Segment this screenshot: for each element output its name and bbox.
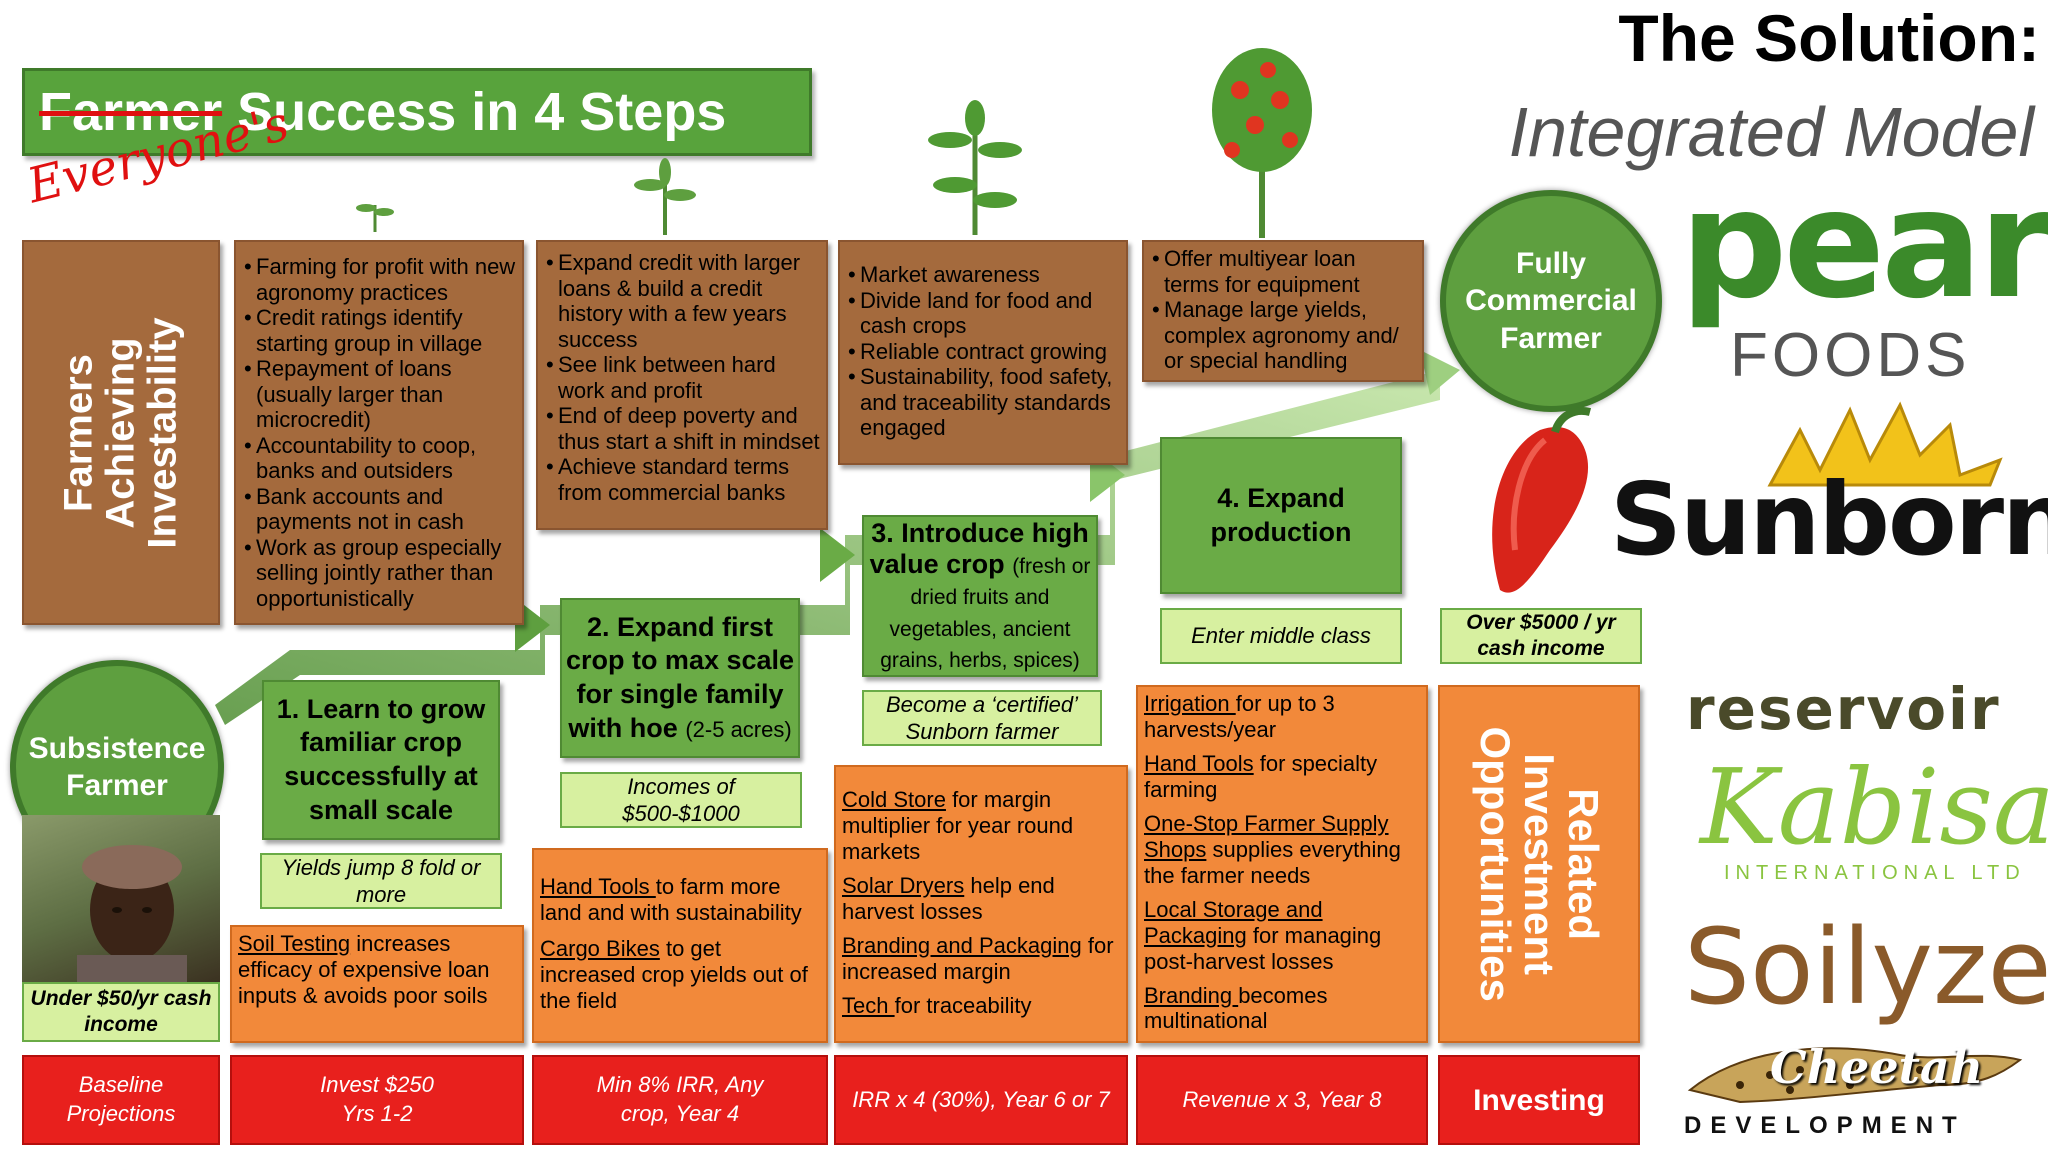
brown-2-item: Expand credit with larger loans & build … xyxy=(546,250,820,352)
side-label-box: Farmers Achieving Investability xyxy=(22,240,220,625)
projection-baseline: Baseline Projections xyxy=(22,1055,220,1145)
pepper-plant-icon xyxy=(1212,48,1312,238)
opportunity-item: Branding and Packaging for increased mar… xyxy=(842,932,1114,984)
staircase-path xyxy=(215,370,1440,725)
opportunity-item: Cargo Bikes to get increased crop yields… xyxy=(540,935,808,1013)
farmer-photo xyxy=(22,815,220,985)
projection-4: Revenue x 3, Year 8 xyxy=(1136,1055,1428,1145)
outcome-baseline: Under $50/yr cash income xyxy=(22,982,220,1042)
brown-4-item: Offer multiyear loan terms for equipment xyxy=(1152,246,1416,297)
brown-1-item: Accountability to coop, banks and outsid… xyxy=(244,433,516,484)
opportunity-col-3: Cold Store for margin multiplier for yea… xyxy=(834,765,1128,1043)
kabisa-subtitle: INTERNATIONAL LTD xyxy=(1724,862,2026,884)
brown-1-item: Farming for profit with new agronomy pra… xyxy=(244,254,516,305)
step-4-title: 4. Expand production xyxy=(1210,482,1352,547)
step-2-sub: (2-5 acres) xyxy=(685,716,792,742)
plant-icon-3 xyxy=(928,100,1022,235)
step-3-text: 3. Introduce high value crop (fresh or d… xyxy=(864,518,1096,673)
opportunity-label: Related Investment Opportunities xyxy=(1471,726,1608,1002)
cheetah-logo: Cheetah xyxy=(1770,1040,1984,1094)
opportunity-item: Cold Store for margin multiplier for yea… xyxy=(842,787,1074,864)
cheetah-subtitle: DEVELOPMENT xyxy=(1684,1112,1966,1139)
opportunity-col-1: Soil Testing increases efficacy of expen… xyxy=(230,925,524,1043)
opportunity-label-box: Related Investment Opportunities xyxy=(1438,685,1640,1043)
opportunity-item: Irrigation for up to 3 harvests/year xyxy=(1144,691,1335,742)
brown-3-item: Sustainability, food safety, and traceab… xyxy=(848,364,1120,441)
brown-2-item: End of deep poverty and thus start a shi… xyxy=(546,403,820,454)
brown-1-item: Work as group especially selling jointly… xyxy=(244,535,516,612)
opportunity-item: One-Stop Farmer Supply Shops supplies ev… xyxy=(1144,810,1401,888)
step-3-title: 3. Introduce high value crop xyxy=(869,518,1089,580)
commercial-farmer-circle: Fully Commercial Farmer xyxy=(1440,190,1662,412)
brown-box-2: Expand credit with larger loans & build … xyxy=(536,240,828,530)
banner: Farmer Success in 4 Steps xyxy=(22,68,812,156)
sunborn-sun-icon xyxy=(1767,401,2003,487)
kabisa-logo: Kabisa xyxy=(1700,746,2048,868)
step-1-title: 1. Learn to grow familiar crop successfu… xyxy=(276,693,486,825)
arrow-head-2 xyxy=(820,528,855,582)
brown-box-1: Farming for profit with new agronomy pra… xyxy=(234,240,524,625)
opportunity-col-4: Irrigation for up to 3 harvests/year Han… xyxy=(1136,685,1428,1043)
brown-1-item: Credit ratings identify starting group i… xyxy=(244,305,516,356)
step-3: 3. Introduce high value crop (fresh or d… xyxy=(862,515,1098,677)
pearl-logo: pearl xyxy=(1680,158,2048,332)
title-line1: The Solution: xyxy=(1618,1,2040,75)
step-2-text: 2. Expand first crop to max scale for si… xyxy=(562,611,798,746)
projection-3: IRR x 4 (30%), Year 6 or 7 xyxy=(834,1055,1128,1145)
brown-box-4: Offer multiyear loan terms for equipment… xyxy=(1142,240,1424,382)
step-1: 1. Learn to grow familiar crop successfu… xyxy=(262,680,500,840)
outcome-step-4: Enter middle class xyxy=(1160,608,1402,664)
projection-1: Invest $250 Yrs 1-2 xyxy=(230,1055,524,1145)
brown-3-item: Divide land for food and cash crops xyxy=(848,288,1120,339)
brown-2-item: See link between hard work and profit xyxy=(546,352,820,403)
brown-1-item: Bank accounts and payments not in cash xyxy=(244,484,516,535)
brown-3-item: Reliable contract growing xyxy=(848,339,1120,365)
opportunity-item: Hand Tools to farm more land and with su… xyxy=(540,874,802,925)
plant-icon-2 xyxy=(634,158,696,235)
reservoir-logo: reservoir xyxy=(1686,675,2001,743)
outcome-step-1: Yields jump 8 fold or more xyxy=(260,853,502,909)
cheetah-icon xyxy=(1687,1047,2023,1104)
outcome-step-3: Become a ‘certified’ Sunborn farmer xyxy=(862,690,1102,746)
step-4: 4. Expand production xyxy=(1160,437,1402,594)
pepper-icon xyxy=(1492,407,1592,593)
opportunity-item: Local Storage and Packaging for managing… xyxy=(1144,896,1382,974)
farmer-portrait-icon xyxy=(77,845,187,985)
step-2-title: 2. Expand first crop to max scale for si… xyxy=(565,611,795,743)
projection-investing: Investing xyxy=(1438,1055,1640,1145)
outcome-step-2: Incomes of $500-$1000 xyxy=(560,772,802,828)
opportunity-item: Soil Testing increases efficacy of expen… xyxy=(238,931,490,1008)
arrow-head-4 xyxy=(1420,350,1460,395)
pearl-foods-text: FOODS xyxy=(1730,321,1971,390)
opportunity-item: Solar Dryers help end harvest losses xyxy=(842,872,1055,924)
opportunity-item: Tech for traceability xyxy=(842,992,1032,1018)
banner-rest: Success in 4 Steps xyxy=(222,82,727,142)
step-3-sub: (fresh or dried fruits and vegetables, a… xyxy=(880,555,1091,672)
brown-box-3: Market awareness Divide land for food an… xyxy=(838,240,1128,465)
brown-1-item: Repayment of loans (usually larger than … xyxy=(244,356,516,433)
outcome-commercial: Over $5000 / yr cash income xyxy=(1440,608,1642,664)
sprout-icon-1 xyxy=(356,204,394,232)
brown-3-item: Market awareness xyxy=(848,262,1120,288)
side-label: Farmers Achieving Investability xyxy=(57,316,186,549)
title-line2: Integrated Model xyxy=(1508,93,2034,171)
brown-4-item: Manage large yields, complex agronomy an… xyxy=(1152,297,1416,374)
soilyze-logo: Soilyze xyxy=(1684,906,2048,1028)
brown-2-item: Achieve standard terms from commercial b… xyxy=(546,454,820,505)
step-2: 2. Expand first crop to max scale for si… xyxy=(560,598,800,758)
opportunity-col-2: Hand Tools to farm more land and with su… xyxy=(532,848,828,1043)
sunborn-logo: Sunborn xyxy=(1610,461,2048,578)
banner-struck: Farmer xyxy=(39,82,223,142)
opportunity-item: Branding becomes multinational xyxy=(1144,982,1328,1034)
projection-2: Min 8% IRR, Any crop, Year 4 xyxy=(532,1055,828,1145)
opportunity-item: Hand Tools for specialty farming xyxy=(1144,750,1378,802)
